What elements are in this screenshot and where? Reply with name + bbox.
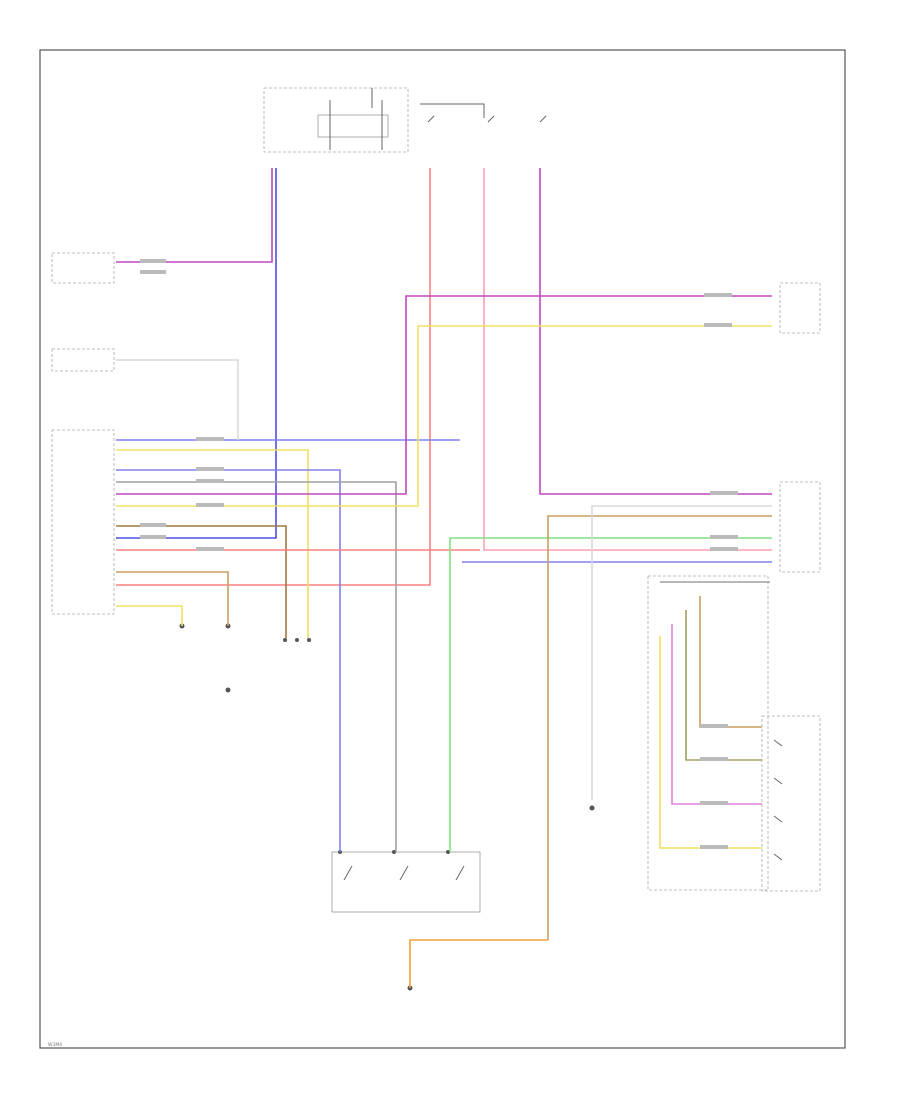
wire-orange-1	[409, 939, 548, 988]
transmission-range-switch-box	[331, 851, 481, 913]
connector-pins	[283, 638, 450, 854]
wire-green-1	[449, 537, 772, 852]
diagram-border	[39, 49, 846, 1049]
wire-yellow-4	[659, 636, 762, 849]
selector-switches	[773, 739, 783, 861]
fuse-symbols	[427, 115, 547, 123]
wire-tan-1	[116, 571, 229, 626]
multi-function-module-box	[779, 481, 821, 573]
wire-lightgray-2	[591, 505, 772, 800]
wire-violet-top	[116, 168, 273, 263]
wire-blue-main	[116, 168, 277, 539]
page-code: W3M4	[48, 1042, 62, 1048]
wire-violet-2	[539, 168, 772, 495]
lamp-control-module-box	[51, 252, 115, 284]
wire-lightgray-1	[116, 359, 239, 440]
shift-lock-module-box	[779, 282, 821, 334]
wire-tan-3	[699, 596, 762, 728]
gear-indicator-box	[647, 575, 769, 891]
selector-lever-box	[761, 715, 821, 892]
ground-point-3	[225, 687, 231, 693]
range-switch-contacts	[343, 865, 465, 881]
wire-violet-3	[116, 295, 772, 495]
wire-pink-2	[671, 624, 762, 805]
wire-blue-3	[116, 469, 341, 852]
wire-yellow-2	[116, 325, 772, 507]
engine-control-module-box	[51, 348, 115, 372]
relay-coil	[317, 114, 389, 138]
fuse-bus	[420, 103, 485, 118]
wire-olive-1	[685, 610, 762, 761]
ground-point-5	[589, 805, 595, 811]
wire-yellow-3	[116, 605, 183, 626]
transmission-control-module-box	[51, 429, 115, 615]
relay-box	[263, 87, 409, 153]
wire-label-marks	[140, 259, 738, 849]
wire-tan-2	[547, 515, 772, 940]
wire-yellow-1	[116, 449, 309, 638]
wire-red-1	[116, 168, 431, 586]
wire-brown-1	[116, 525, 287, 638]
